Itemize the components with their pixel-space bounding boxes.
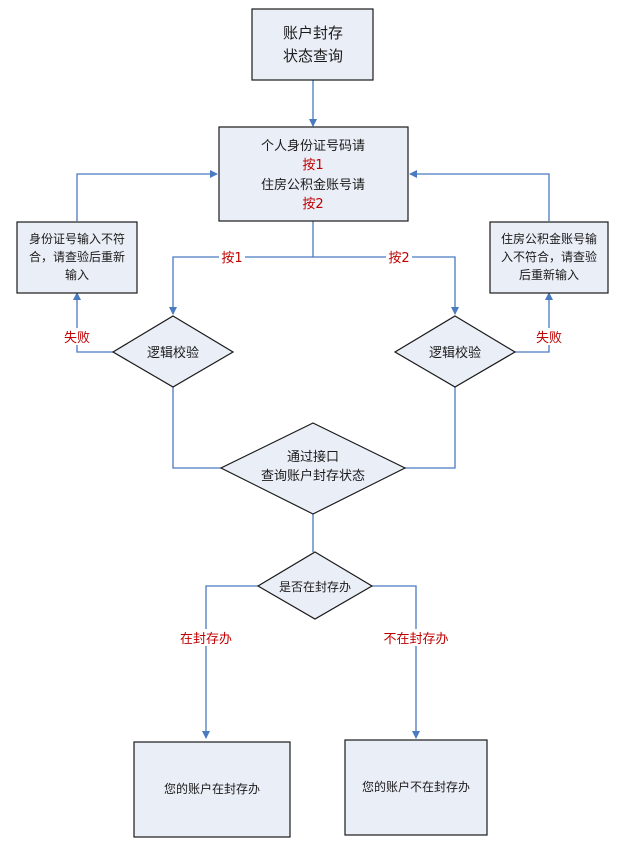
- edge-label-not-in-office: 不在封存办: [383, 632, 448, 647]
- node-account-error-line3: 后重新输入: [519, 267, 579, 282]
- node-account-error: 住房公积金账号输 入不符合，请查验 后重新输入: [489, 221, 609, 294]
- node-query-line1: 通过接口: [287, 449, 339, 465]
- node-account-error-line1: 住房公积金账号输: [501, 231, 597, 246]
- node-query-line2: 查询账户封存状态: [261, 468, 365, 484]
- edge-check-right-fail: [515, 292, 553, 353]
- edge-label-press2: 按2: [388, 251, 409, 266]
- edge-input-to-check-right: [313, 256, 459, 315]
- edge-label-fail-right: 失败: [536, 331, 562, 346]
- edge-check-left-fail: [73, 292, 113, 353]
- edge-decision-to-in: [202, 585, 258, 739]
- edge-account-error-to-input: [409, 170, 550, 221]
- edge-check-left-to-query: [172, 387, 221, 469]
- node-input-line1: 个人身份证号码请: [261, 138, 365, 154]
- edge-decision-to-not-in: [372, 585, 420, 739]
- node-start: 账户封存 状态查询: [251, 8, 374, 81]
- edge-label-in-office: 在封存办: [180, 632, 232, 647]
- node-check-left-label: 逻辑校验: [147, 345, 199, 361]
- node-id-error-line1: 身份证号输入不符: [29, 231, 125, 246]
- node-check-right-label: 逻辑校验: [429, 345, 481, 361]
- edge-label-press1: 按1: [221, 251, 242, 266]
- node-input-prompt: 个人身份证号码请 按1 住房公积金账号请 按2: [218, 126, 409, 222]
- node-start-line2: 状态查询: [283, 47, 343, 65]
- node-input-line4: 按2: [302, 197, 323, 212]
- edge-check-right-to-query: [405, 387, 456, 469]
- node-result-in-label: 您的账户在封存办: [164, 781, 260, 796]
- node-id-error: 身份证号输入不符 合，请查验后重新 输入: [16, 221, 138, 294]
- node-id-error-line2: 合，请查验后重新: [29, 249, 125, 264]
- node-result-in: 您的账户在封存办: [133, 741, 291, 838]
- edge-label-fail-left: 失败: [64, 331, 90, 346]
- node-check-left: 逻辑校验: [111, 315, 235, 388]
- node-start-line1: 账户封存: [283, 24, 343, 42]
- node-input-line3: 住房公积金账号请: [261, 177, 365, 193]
- node-check-right: 逻辑校验: [393, 315, 517, 388]
- node-decision: 是否在封存办: [256, 551, 374, 620]
- node-result-not-in: 您的账户不在封存办: [344, 739, 488, 836]
- node-account-error-line2: 入不符合，请查验: [501, 249, 597, 264]
- node-decision-label: 是否在封存办: [279, 579, 351, 594]
- node-result-not-in-label: 您的账户不在封存办: [362, 779, 470, 794]
- connectors: [73, 80, 553, 739]
- node-input-line2: 按1: [302, 158, 323, 173]
- node-query: 通过接口 查询账户封存状态: [219, 422, 407, 515]
- edge-input-to-check-left: [169, 221, 314, 315]
- node-id-error-line3: 输入: [65, 267, 89, 282]
- edge-id-error-to-input: [76, 170, 218, 221]
